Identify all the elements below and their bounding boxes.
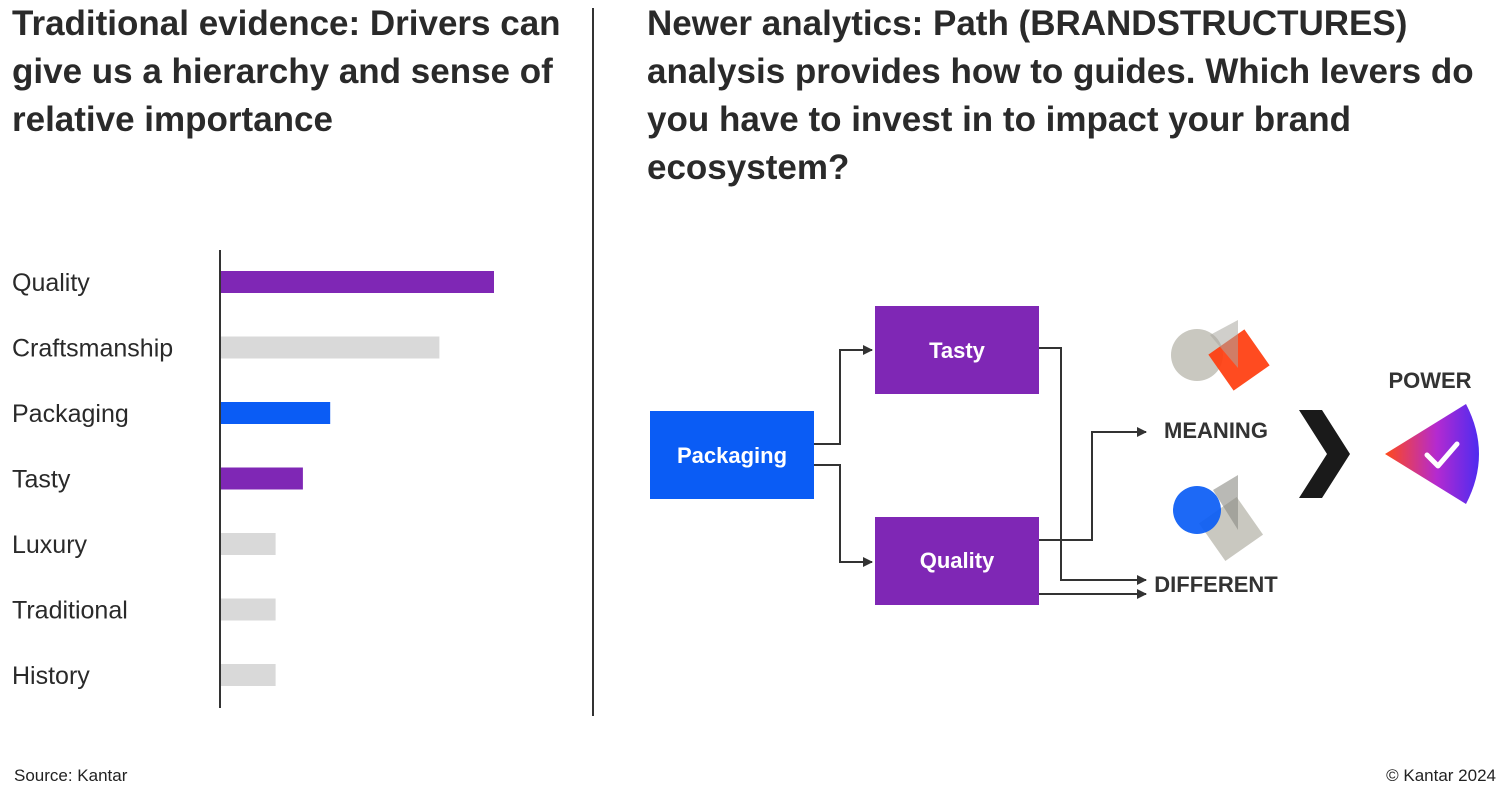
different-icon	[1173, 475, 1264, 562]
bar	[221, 402, 331, 424]
right-heading-bold: Newer analytics:	[647, 4, 924, 43]
bar	[221, 598, 276, 621]
bar	[221, 336, 440, 359]
packaging-box: Packaging	[650, 411, 814, 499]
right-heading-brand-bold: STRUCTURES	[1156, 4, 1396, 43]
meaning-label: MEANING	[1164, 418, 1268, 443]
left-heading-text: Drivers can give us a hierarchy and sens…	[12, 4, 561, 139]
source-note: Source: Kantar	[14, 766, 128, 785]
arrow-quality-to-meaning	[1039, 427, 1147, 541]
bar	[221, 271, 494, 293]
meaning-icon	[1171, 320, 1270, 391]
bar-label: History	[12, 662, 90, 690]
tasty-box: Tasty	[875, 306, 1039, 394]
bar-label: Tasty	[12, 466, 71, 494]
copyright-note: © Kantar 2024	[1386, 766, 1496, 785]
arrow-packaging-to-tasty	[814, 345, 873, 445]
bar-label: Luxury	[12, 531, 88, 559]
bar	[221, 664, 276, 686]
column-divider	[592, 8, 594, 716]
different-label: DIFFERENT	[1154, 572, 1278, 597]
quality-box: Quality	[875, 517, 1039, 605]
chevron-right-icon	[1299, 410, 1350, 498]
packaging-box-label: Packaging	[677, 443, 787, 468]
arrow-tasty-to-different	[1039, 347, 1147, 585]
left-heading: Traditional evidence: Drivers can give u…	[12, 0, 572, 144]
drivers-bar-chart: QualityCraftsmanshipPackagingTastyLuxury…	[12, 250, 494, 708]
connectors	[814, 345, 1147, 599]
right-heading-text-2: ) analysis provides how to guides. Which…	[647, 4, 1474, 187]
power-label: POWER	[1388, 368, 1471, 393]
power-shield-icon	[1385, 404, 1479, 504]
right-heading: Newer analytics: Path (BRANDSTRUCTURES) …	[647, 0, 1487, 192]
right-heading-text-1: Path (BRAND	[923, 4, 1157, 43]
bar	[221, 533, 276, 555]
path-analysis-diagram: Packaging Tasty Quality MEANING DIFFEREN…	[650, 306, 1479, 605]
bar-label: Craftsmanship	[12, 335, 173, 363]
bar-label: Packaging	[12, 400, 129, 428]
bar-label: Quality	[12, 269, 90, 297]
tasty-box-label: Tasty	[929, 338, 986, 363]
bar-label: Traditional	[12, 597, 128, 625]
left-heading-bold: Traditional evidence:	[12, 4, 361, 43]
arrow-packaging-to-quality	[814, 464, 873, 567]
bar	[221, 467, 303, 490]
quality-box-label: Quality	[920, 548, 995, 573]
